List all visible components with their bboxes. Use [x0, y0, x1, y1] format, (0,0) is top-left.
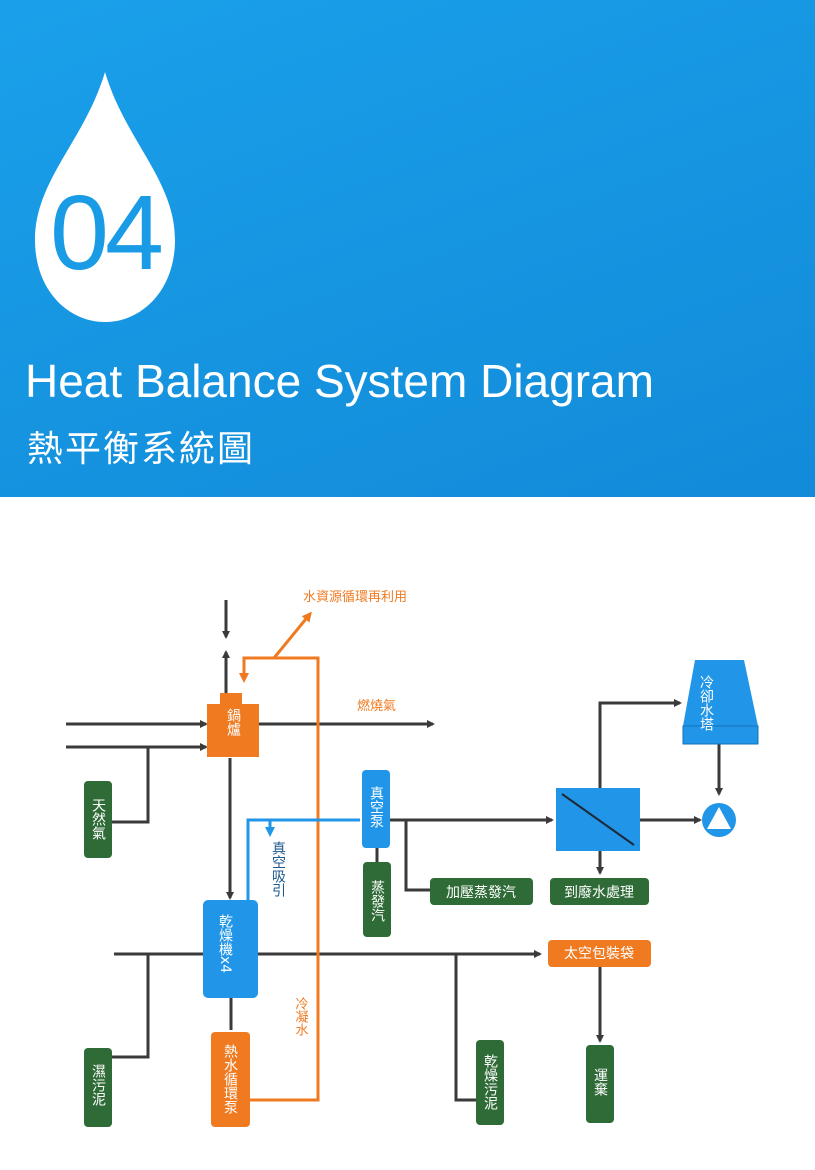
- natural-gas-label: 天然氣: [90, 798, 106, 840]
- title-english: Heat Balance System Diagram: [25, 355, 654, 407]
- pump-node: [702, 803, 736, 837]
- process-lines: [66, 600, 723, 1102]
- header-banner: 04 Heat Balance System Diagram 熱平衡系統圖: [0, 0, 815, 497]
- natural-gas-node: 天然氣: [84, 781, 112, 858]
- vacuum-pump-node: 真空泵: [362, 770, 390, 848]
- space-bag-node: 太空包裝袋: [548, 940, 651, 967]
- heat-exchanger-node: [556, 788, 640, 851]
- wastewater-label: 到廢水處理: [564, 884, 634, 901]
- cooling-tower-label: 冷卻水塔: [698, 675, 714, 731]
- steam-node: 蒸發汽: [363, 862, 391, 937]
- disposal-node: 運棄: [586, 1045, 614, 1123]
- condensate-label: 冷凝水: [293, 997, 309, 1036]
- cooling-tower-node: 冷卻水塔: [682, 660, 759, 745]
- disposal-label: 運棄: [592, 1068, 608, 1096]
- water-recycle-label: 水資源循環再利用: [303, 590, 407, 605]
- wastewater-node: 到廢水處理: [550, 878, 649, 905]
- boiler-node: 鍋爐: [207, 693, 259, 757]
- hot-water-pump-label: 熱水循環泵: [222, 1044, 238, 1114]
- wet-sludge-label: 濕污泥: [90, 1064, 106, 1107]
- flue-gas-label: 燃燒氣: [357, 698, 396, 714]
- title-chinese: 熱平衡系統圖: [27, 429, 256, 470]
- dryer-node: 乾燥機x4: [203, 900, 258, 998]
- pressurized-steam-label: 加壓蒸發汽: [446, 885, 516, 901]
- vacuum-lines: [246, 818, 360, 900]
- hot-water-pump-node: 熱水循環泵: [211, 1032, 250, 1127]
- dry-sludge-label: 乾燥污泥: [482, 1054, 498, 1111]
- boiler-label: 鍋爐: [225, 708, 241, 737]
- dryer-label: 乾燥機x4: [217, 914, 233, 973]
- vacuum-suction-label: 真空吸引: [270, 841, 286, 898]
- wet-sludge-node: 濕污泥: [84, 1048, 112, 1127]
- water-drop-icon: [35, 72, 175, 322]
- space-bag-label: 太空包裝袋: [564, 946, 634, 962]
- hot-water-lines: [239, 611, 320, 1102]
- vacuum-pump-label: 真空泵: [368, 786, 384, 828]
- pump-icon: [707, 807, 731, 829]
- section-number: 04: [50, 174, 164, 292]
- steam-label: 蒸發汽: [369, 880, 385, 922]
- pressurized-steam-node: 加壓蒸發汽: [430, 878, 533, 905]
- dry-sludge-node: 乾燥污泥: [476, 1040, 504, 1125]
